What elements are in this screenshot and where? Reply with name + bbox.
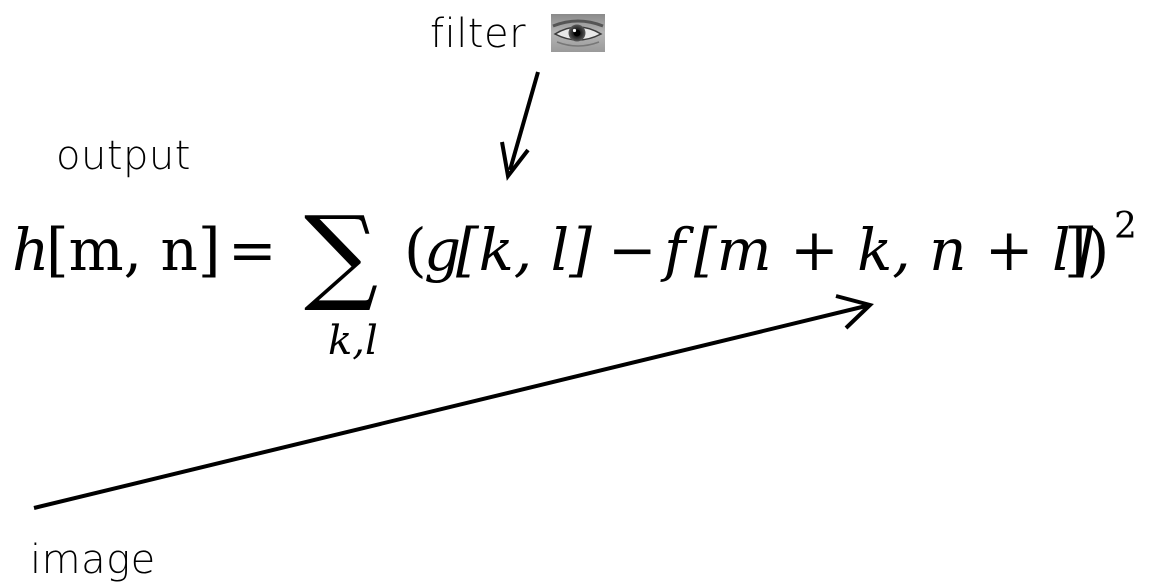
image-arrow [34,296,870,508]
filter-arrow [502,72,538,176]
